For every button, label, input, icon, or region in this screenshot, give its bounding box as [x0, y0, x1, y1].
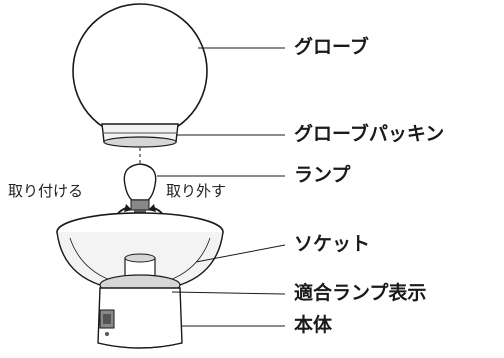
attach-label: 取り付ける: [8, 182, 84, 200]
leader-lines: [157, 47, 286, 327]
remove-label: 取り外す: [166, 182, 227, 200]
socket-label: ソケット: [294, 233, 371, 255]
globe-packing-part: [101, 123, 179, 148]
globe-packing-label: グローブパッキン: [294, 123, 445, 145]
socket-part: [56, 212, 224, 296]
body-label: 本体: [294, 314, 333, 336]
body-part: [97, 287, 183, 349]
globe-label: グローブ: [294, 36, 369, 58]
lamp-label: ランプ: [294, 164, 351, 186]
globe-part: [72, 3, 208, 139]
compatible-lamp-display-label: 適合ランプ表示: [294, 282, 427, 304]
